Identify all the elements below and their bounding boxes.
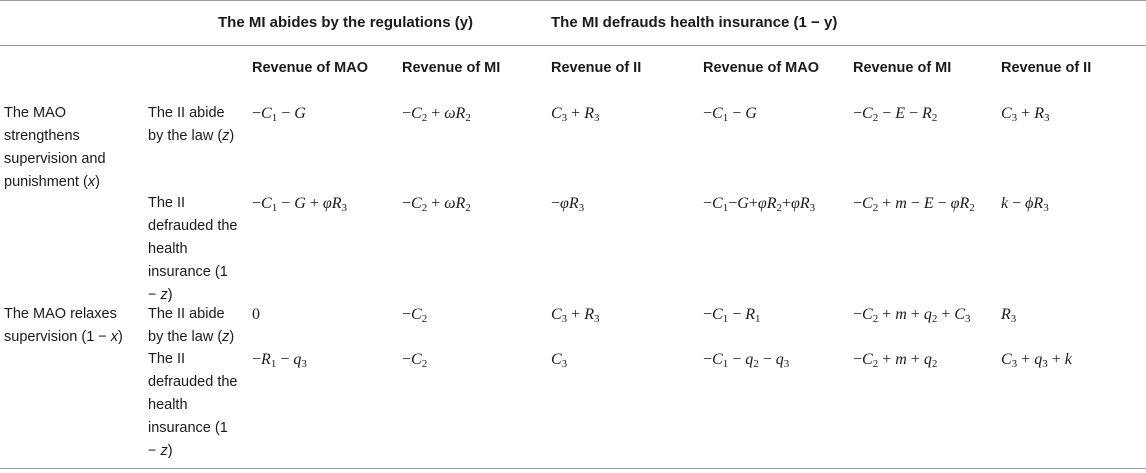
table-cell: C3 (551, 351, 568, 370)
row-label: The II abide by the law (z) (148, 105, 235, 144)
table-cell: −φR3 (551, 195, 585, 214)
table-cell: −C2 + ωR2 (402, 105, 471, 124)
table-cell: −C2 + m − E − φR2 (853, 195, 975, 214)
table-cell: −C1−G+φR2+φR3 (703, 195, 816, 214)
column-header: Revenue of MAO (252, 60, 369, 76)
table-cell: −C2 − E − R2 (853, 105, 938, 124)
table-cell: −C1 − G + φR3 (252, 195, 347, 214)
table-cell: −R1 − q3 (252, 351, 307, 370)
table-cell: −C1 − G (703, 105, 757, 124)
table-cell: C3 + R3 (551, 105, 600, 124)
row-label: The II abide by the law (z) (148, 306, 235, 345)
table-cell: −C2 (402, 306, 428, 325)
row-label: The II defrauded the health insurance (1… (148, 351, 238, 459)
row-group-label: The MAO strengthens supervision and puni… (4, 105, 106, 190)
table-cell: C3 + R3 (551, 306, 600, 325)
table-cell: R3 (1001, 306, 1017, 325)
table-cell: −C1 − q2 − q3 (703, 351, 790, 370)
column-header: Revenue of II (551, 60, 642, 76)
group-header-abides: The MI abides by the regulations (y) (218, 11, 473, 34)
table-cell: −C1 − G (252, 105, 306, 124)
rule-under-groups (0, 45, 1146, 46)
rule-top (0, 0, 1146, 1)
table-cell: −C2 (402, 351, 428, 370)
row-group-label: The MAO relaxes supervision (1 − x) (4, 306, 123, 345)
table-cell: k − ϕR3 (1001, 195, 1049, 214)
table-cell: −C2 + m + q2 + C3 (853, 306, 971, 325)
table-cell: −C2 + m + q2 (853, 351, 938, 370)
table-cell: C3 + R3 (1001, 105, 1050, 124)
column-header: Revenue of MI (402, 60, 501, 76)
table-cell: 0 (252, 306, 260, 323)
group-header-defrauds-text: The MI defrauds health insurance (1 − y) (551, 14, 838, 31)
row-label: The II defrauded the health insurance (1… (148, 195, 238, 303)
table-cell: −C2 + ωR2 (402, 195, 471, 214)
rule-bottom (0, 468, 1146, 469)
table-cell: C3 + q3 + k (1001, 351, 1072, 370)
column-header: Revenue of MAO (703, 60, 820, 76)
group-header-abides-text: The MI abides by the regulations (y) (218, 14, 474, 31)
group-header-defrauds: The MI defrauds health insurance (1 − y) (551, 11, 837, 34)
column-header: Revenue of MI (853, 60, 952, 76)
table-cell: −C1 − R1 (703, 306, 761, 325)
column-header: Revenue of II (1001, 60, 1092, 76)
